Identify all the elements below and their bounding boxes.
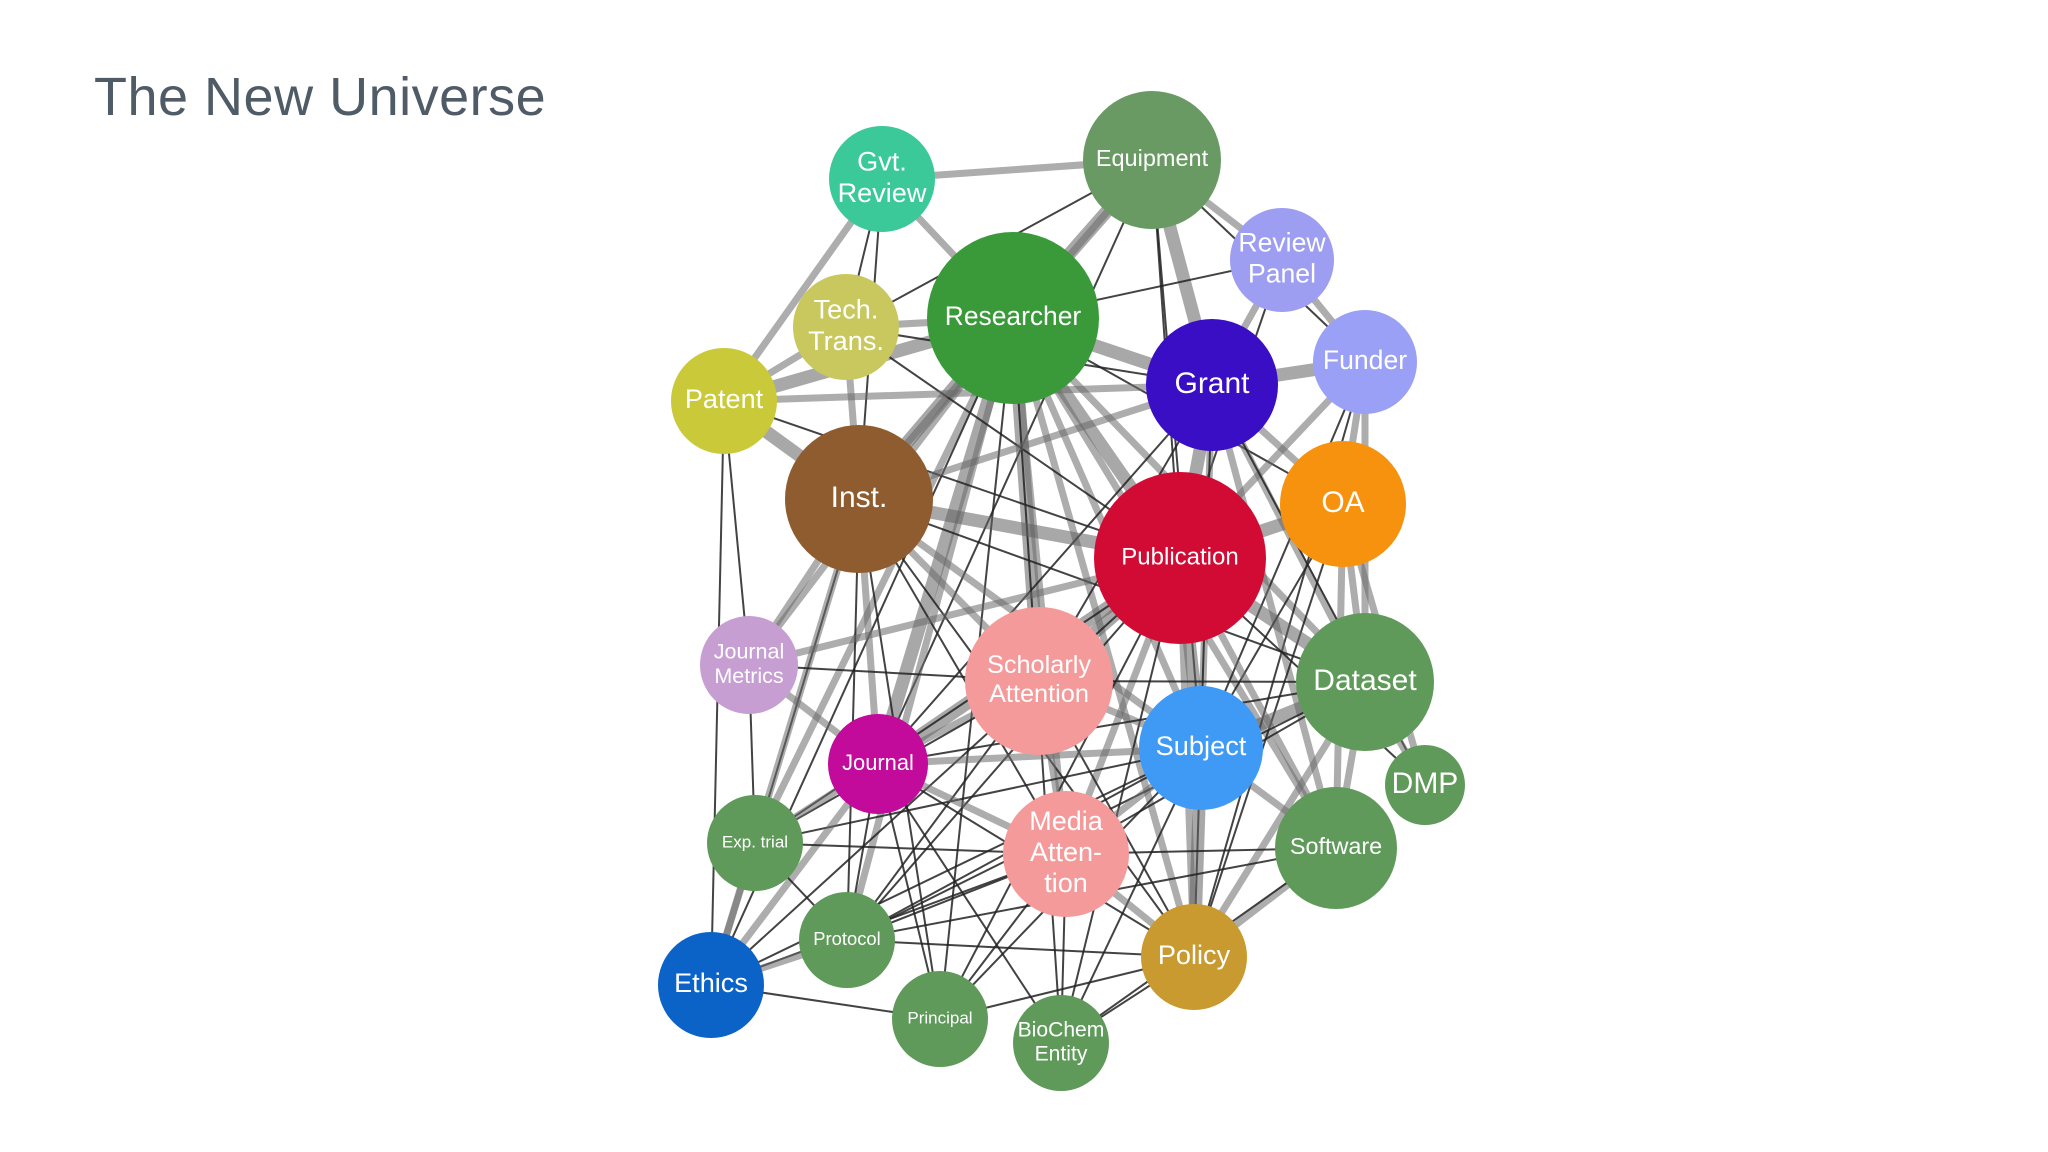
node-label-media-attention: Media (1029, 806, 1104, 836)
node-label-publication: Publication (1121, 543, 1238, 570)
node-circle-exp-trial (707, 795, 803, 891)
node-label-grant: Grant (1174, 367, 1250, 400)
edge-researcher-media-attention (1009, 314, 1070, 858)
node-label-principal: Principal (907, 1008, 972, 1027)
node-layer: Gvt.ReviewEquipmentReviewPanelResearcher… (658, 91, 1465, 1091)
node-label-exp-trial: Exp. trial (722, 832, 788, 851)
node-exp-trial: Exp. trial (707, 795, 803, 891)
node-circle-protocol (799, 892, 895, 988)
node-label-journal: Journal (842, 750, 914, 775)
node-circle-inst (785, 425, 933, 573)
node-gvt-review: Gvt.Review (829, 126, 935, 232)
edge-researcher-exp-trial (751, 314, 1017, 847)
node-inst: Inst. (785, 425, 933, 573)
node-label-journal-metrics: Journal (714, 639, 785, 663)
node-software: Software (1275, 787, 1397, 909)
node-circle-policy (1141, 904, 1247, 1010)
node-circle-tech-trans (793, 274, 899, 380)
node-label-gvt-review: Review (838, 177, 927, 208)
node-label-journal-metrics: Metrics (714, 664, 783, 688)
node-label-inst: Inst. (831, 481, 888, 514)
edge-publication-principal (939, 557, 1181, 1020)
node-policy: Policy (1141, 904, 1247, 1010)
node-label-funder: Funder (1323, 345, 1407, 375)
edge-publication-ethics (710, 557, 1181, 986)
node-label-dataset: Dataset (1313, 664, 1417, 697)
node-subject: Subject (1139, 686, 1263, 810)
node-label-patent: Patent (685, 383, 764, 414)
edge-researcher-policy (1009, 314, 1198, 961)
node-circle-oa (1280, 441, 1406, 567)
node-label-equipment: Equipment (1096, 145, 1209, 171)
node-label-tech-trans: Trans. (808, 325, 884, 356)
node-label-biochem-entity: Entity (1035, 1043, 1088, 1066)
node-label-scholarly-attention: Attention (989, 680, 1089, 708)
node-label-protocol: Protocol (813, 928, 880, 949)
slide-title: The New Universe (94, 67, 547, 127)
node-journal: Journal (828, 714, 928, 814)
node-dmp: DMP (1385, 745, 1465, 825)
node-circle-funder (1313, 310, 1417, 414)
edge-grant-journal (877, 384, 1213, 765)
node-circle-gvt-review (829, 126, 935, 232)
edge-dataset-journal (877, 681, 1366, 765)
node-label-biochem-entity: BioChem (1018, 1018, 1105, 1041)
node-label-review-panel: Panel (1248, 258, 1316, 288)
node-label-policy: Policy (1158, 939, 1231, 970)
node-circle-principal (892, 971, 988, 1067)
edge-subject-ethics (710, 747, 1202, 986)
node-protocol: Protocol (799, 892, 895, 988)
node-circle-journal (828, 714, 928, 814)
edge-patent-grant (720, 381, 1216, 405)
node-dataset: Dataset (1296, 613, 1434, 751)
node-label-software: Software (1290, 833, 1382, 859)
node-funder: Funder (1313, 310, 1417, 414)
node-oa: OA (1280, 441, 1406, 567)
node-equipment: Equipment (1083, 91, 1221, 229)
node-circle-media-attention (1003, 791, 1129, 917)
node-label-gvt-review: Gvt. (857, 146, 907, 177)
node-label-subject: Subject (1156, 730, 1247, 761)
node-label-review-panel: Review (1238, 228, 1326, 258)
node-circle-grant (1146, 319, 1278, 451)
node-label-tech-trans: Tech. (814, 294, 879, 325)
node-patent: Patent (671, 348, 777, 454)
edge-protocol-policy (846, 939, 1195, 958)
node-circle-biochem-entity (1013, 995, 1109, 1091)
node-circle-ethics (658, 932, 764, 1038)
node-ethics: Ethics (658, 932, 764, 1038)
node-label-oa: OA (1321, 486, 1364, 519)
node-publication: Publication (1094, 472, 1266, 644)
node-circle-subject (1139, 686, 1263, 810)
node-circle-patent (671, 348, 777, 454)
node-tech-trans: Tech.Trans. (793, 274, 899, 380)
node-label-media-attention: tion (1044, 868, 1088, 898)
node-circle-publication (1094, 472, 1266, 644)
node-label-media-attention: Atten- (1030, 837, 1102, 867)
node-circle-scholarly-attention (965, 607, 1113, 755)
node-researcher: Researcher (927, 232, 1099, 404)
node-circle-review-panel (1230, 208, 1334, 312)
node-label-scholarly-attention: Scholarly (987, 651, 1091, 679)
node-circle-dmp (1385, 745, 1465, 825)
node-label-ethics: Ethics (674, 967, 748, 998)
node-circle-software (1275, 787, 1397, 909)
node-circle-journal-metrics (700, 616, 798, 714)
node-label-researcher: Researcher (945, 301, 1082, 331)
node-grant: Grant (1146, 319, 1278, 451)
node-label-dmp: DMP (1392, 767, 1459, 800)
node-principal: Principal (892, 971, 988, 1067)
edge-funder-subject (1200, 361, 1366, 749)
node-circle-researcher (927, 232, 1099, 404)
node-circle-equipment (1083, 91, 1221, 229)
node-circle-dataset (1296, 613, 1434, 751)
